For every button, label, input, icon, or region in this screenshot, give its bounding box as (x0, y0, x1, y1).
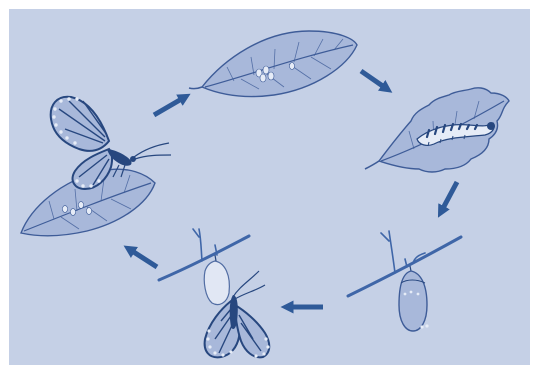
life-cycle-panel (9, 9, 530, 365)
butterfly-life-cycle-diagram (9, 9, 530, 365)
